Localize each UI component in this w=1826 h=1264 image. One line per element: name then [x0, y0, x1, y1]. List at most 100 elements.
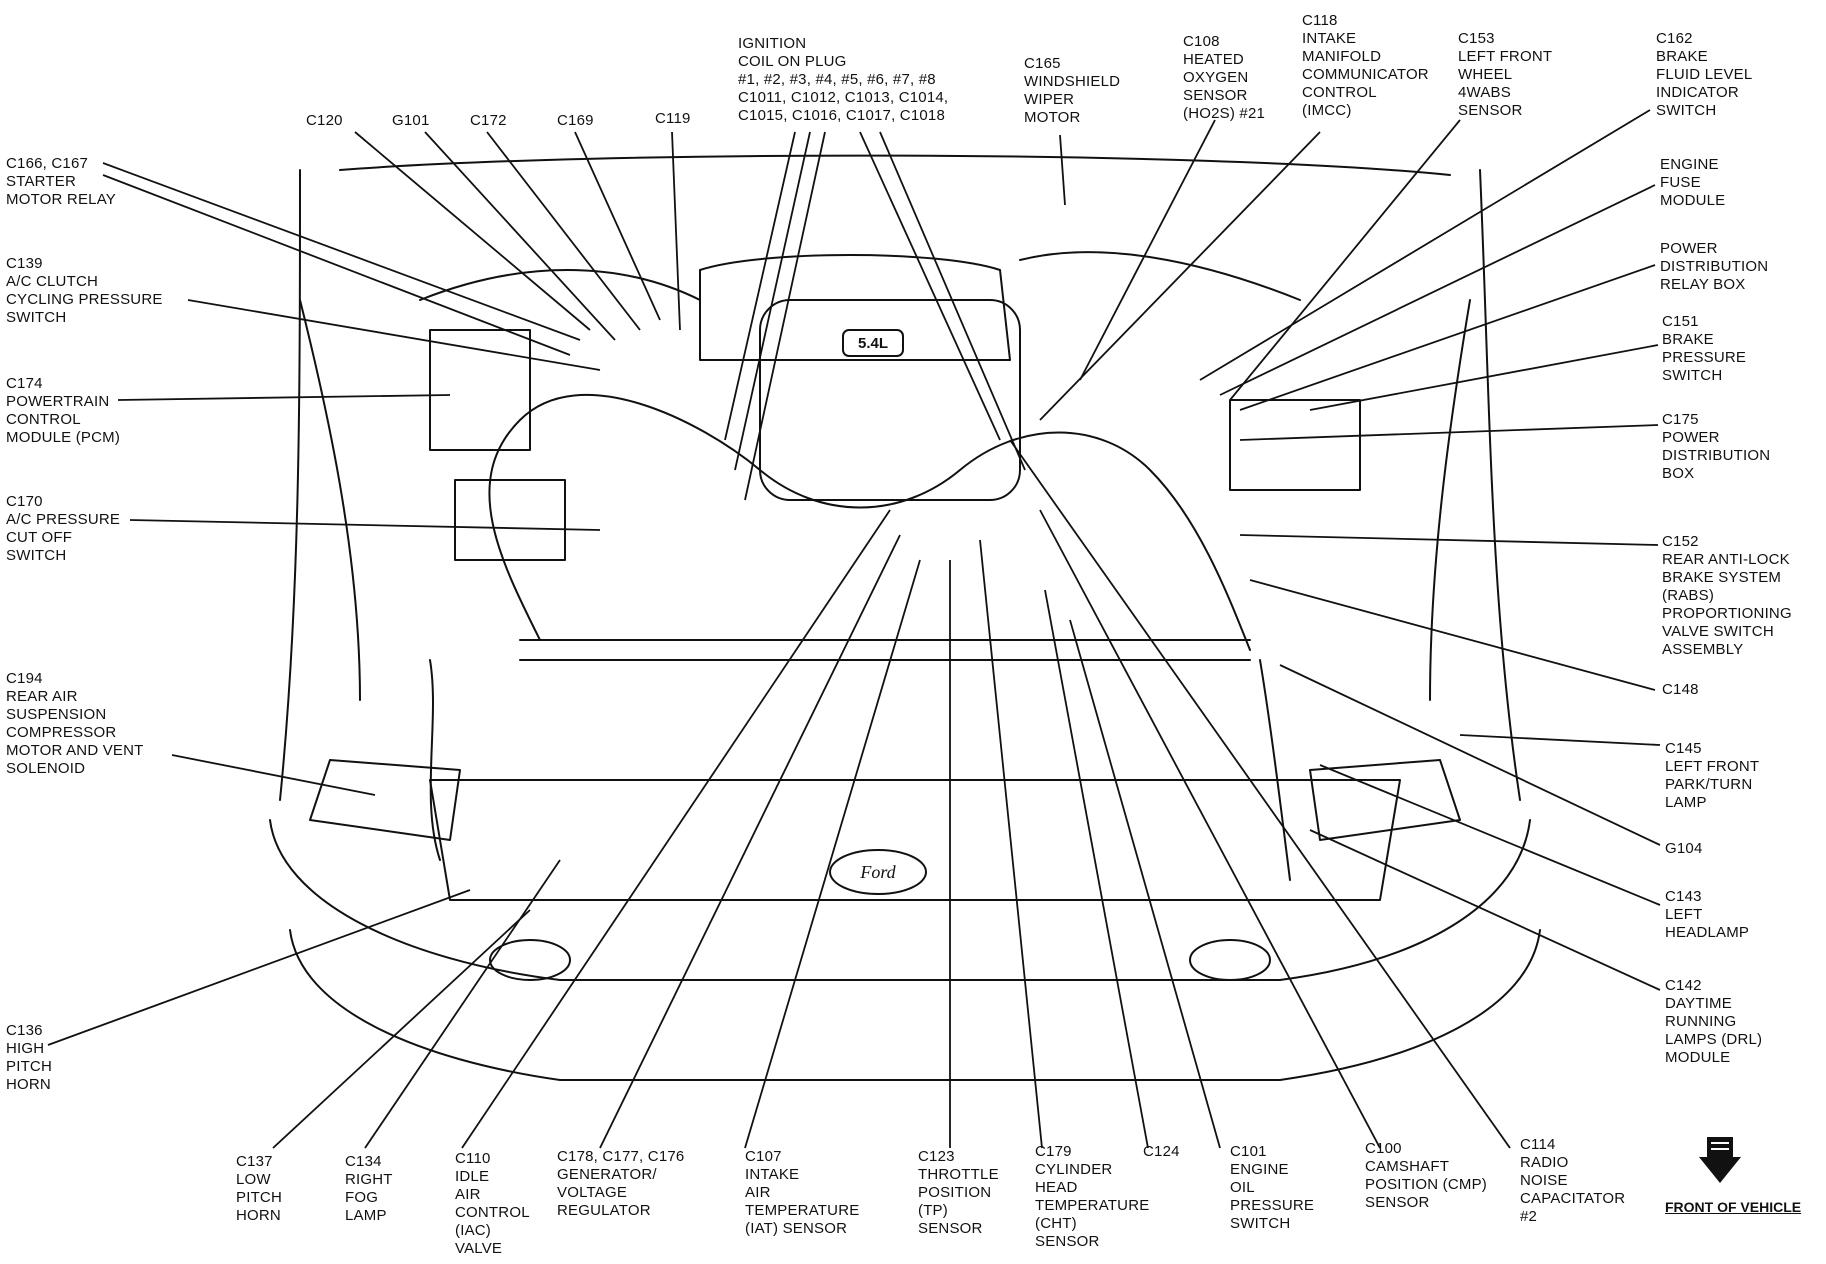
label-c107: C107 INTAKE AIR TEMPERATURE (IAT) SENSOR — [745, 1148, 860, 1237]
leader-c119 — [671, 131, 681, 331]
label-c124: C124 — [1143, 1143, 1180, 1160]
hood-left-edge — [279, 169, 301, 801]
leader-c170 — [129, 519, 601, 531]
label-c175: C175 POWER DISTRIBUTION BOX — [1662, 411, 1771, 482]
label-c148: C148 — [1662, 681, 1699, 698]
intake-plenum — [699, 254, 1011, 361]
leader-c166-c167 — [102, 162, 581, 341]
label-c101: C101 ENGINE OIL PRESSURE SWITCH — [1230, 1143, 1315, 1232]
front-arrow-icon — [1699, 1137, 1741, 1183]
power-box — [1229, 399, 1361, 491]
fender-left — [299, 299, 361, 701]
leader-c162 — [1199, 109, 1651, 381]
label-c162: C162 BRAKE FLUID LEVEL INDICATOR SWITCH — [1656, 30, 1753, 119]
leader-lines — [47, 109, 1661, 1149]
label-c120: C120 — [306, 112, 343, 129]
leader-g104 — [1279, 664, 1661, 846]
leader-c139 — [187, 299, 601, 371]
leader-ignition-b — [734, 131, 811, 471]
label-c165: C165 WINDSHIELD WIPER MOTOR — [1024, 55, 1121, 126]
battery-box — [454, 479, 566, 561]
leader-c118 — [1039, 131, 1321, 421]
cowl — [339, 154, 1451, 176]
harness-upper — [419, 269, 701, 301]
leader-power-relay — [1239, 264, 1656, 411]
label-c143: C143 LEFT HEADLAMP — [1665, 888, 1750, 941]
harness-right — [1259, 659, 1291, 881]
label-c123: C123 THROTTLE POSITION (TP) SENSOR — [918, 1148, 999, 1237]
leader-c178 — [599, 534, 901, 1149]
leader-c137 — [272, 909, 531, 1149]
leader-c148 — [1249, 579, 1656, 691]
label-c152: C152 REAR ANTI-LOCK BRAKE SYSTEM (RABS) … — [1662, 533, 1792, 658]
leader-c114 — [1009, 439, 1511, 1149]
leader-engine-fuse — [1219, 184, 1656, 396]
leader-c151 — [1309, 344, 1659, 411]
label-c166-c167: C166, C167 STARTER MOTOR RELAY — [6, 155, 116, 208]
label-c178: C178, C177, C176 GENERATOR/ VOLTAGE REGU… — [557, 1148, 685, 1219]
label-c170: C170 A/C PRESSURE CUT OFF SWITCH — [6, 493, 121, 564]
label-c179: C179 CYLINDER HEAD TEMPERATURE (CHT) SEN… — [1035, 1143, 1150, 1250]
leader-c194 — [171, 754, 376, 796]
pcm-box — [429, 329, 531, 451]
leader-c152 — [1239, 534, 1659, 546]
leader-c174 — [117, 394, 451, 401]
leader-c124 — [1044, 589, 1149, 1149]
label-c194: C194 REAR AIR SUSPENSION COMPRESSOR MOTO… — [6, 670, 144, 777]
leader-g101 — [424, 131, 616, 341]
leader-c107 — [744, 559, 921, 1149]
label-ignition: IGNITION COIL ON PLUG #1, #2, #3, #4, #5… — [738, 35, 949, 124]
label-c108: C108 HEATED OXYGEN SENSOR (HO2S) #21 — [1183, 33, 1266, 122]
label-c110: C110 IDLE AIR CONTROL (IAC) VALVE — [455, 1150, 530, 1257]
leader-c134 — [364, 859, 561, 1149]
leader-c166-c167-b — [102, 174, 571, 356]
label-c142: C142 DAYTIME RUNNING LAMPS (DRL) MODULE — [1665, 977, 1763, 1066]
label-c145: C145 LEFT FRONT PARK/TURN LAMP — [1665, 740, 1760, 811]
left-headlamp — [1309, 759, 1461, 841]
label-c172: C172 — [470, 112, 507, 129]
leader-ignition-c — [744, 131, 826, 501]
leader-c100 — [1039, 509, 1381, 1149]
leader-c172 — [486, 131, 641, 331]
hood-right-edge — [1479, 169, 1521, 801]
fog-lamp-right — [489, 939, 571, 981]
label-c174: C174 POWERTRAIN CONTROL MODULE (PCM) — [6, 375, 121, 446]
fender-right — [1429, 299, 1471, 701]
label-c137: C137 LOW PITCH HORN — [236, 1153, 282, 1224]
label-c114: C114 RADIO NOISE CAPACITATOR #2 — [1520, 1136, 1626, 1225]
harness-upper-right — [1019, 251, 1301, 301]
leader-c101 — [1069, 619, 1221, 1149]
right-headlamp — [309, 759, 461, 841]
fog-lamp-left — [1189, 939, 1271, 981]
bumper-outline — [289, 929, 1541, 1081]
leader-c153 — [1229, 119, 1461, 401]
leader-c175 — [1239, 424, 1659, 441]
label-c118: C118 INTAKE MANIFOLD COMMUNICATOR CONTRO… — [1302, 12, 1429, 119]
label-c100: C100 CAMSHAFT POSITION (CMP) SENSOR — [1365, 1140, 1487, 1211]
label-c134: C134 RIGHT FOG LAMP — [345, 1153, 393, 1224]
leader-ignition-e — [879, 131, 1026, 471]
label-c151: C151 BRAKE PRESSURE SWITCH — [1662, 313, 1747, 384]
leader-ignition-a — [724, 131, 796, 441]
label-c153: C153 LEFT FRONT WHEEL 4WABS SENSOR — [1458, 30, 1553, 119]
leader-c108 — [1079, 119, 1216, 381]
label-g104: G104 — [1665, 840, 1703, 857]
front-of-vehicle-label: FRONT OF VEHICLE — [1665, 1199, 1802, 1215]
engine-badge-frame — [842, 329, 904, 357]
leader-c110 — [461, 509, 891, 1149]
label-c119: C119 — [655, 110, 691, 127]
leader-c179 — [979, 539, 1043, 1149]
label-engine-fuse: ENGINE FUSE MODULE — [1660, 156, 1726, 209]
label-c136: C136 HIGH PITCH HORN — [6, 1022, 52, 1093]
leader-c120 — [354, 131, 591, 331]
leader-c142 — [1309, 829, 1661, 991]
leader-ignition-d — [859, 131, 1001, 441]
leader-c145 — [1459, 734, 1661, 746]
leader-c143 — [1319, 764, 1661, 906]
leader-c136 — [47, 889, 471, 1046]
engine-badge: 5.4L — [858, 335, 888, 352]
leader-c169 — [574, 131, 661, 321]
label-power-relay: POWER DISTRIBUTION RELAY BOX — [1660, 240, 1769, 293]
